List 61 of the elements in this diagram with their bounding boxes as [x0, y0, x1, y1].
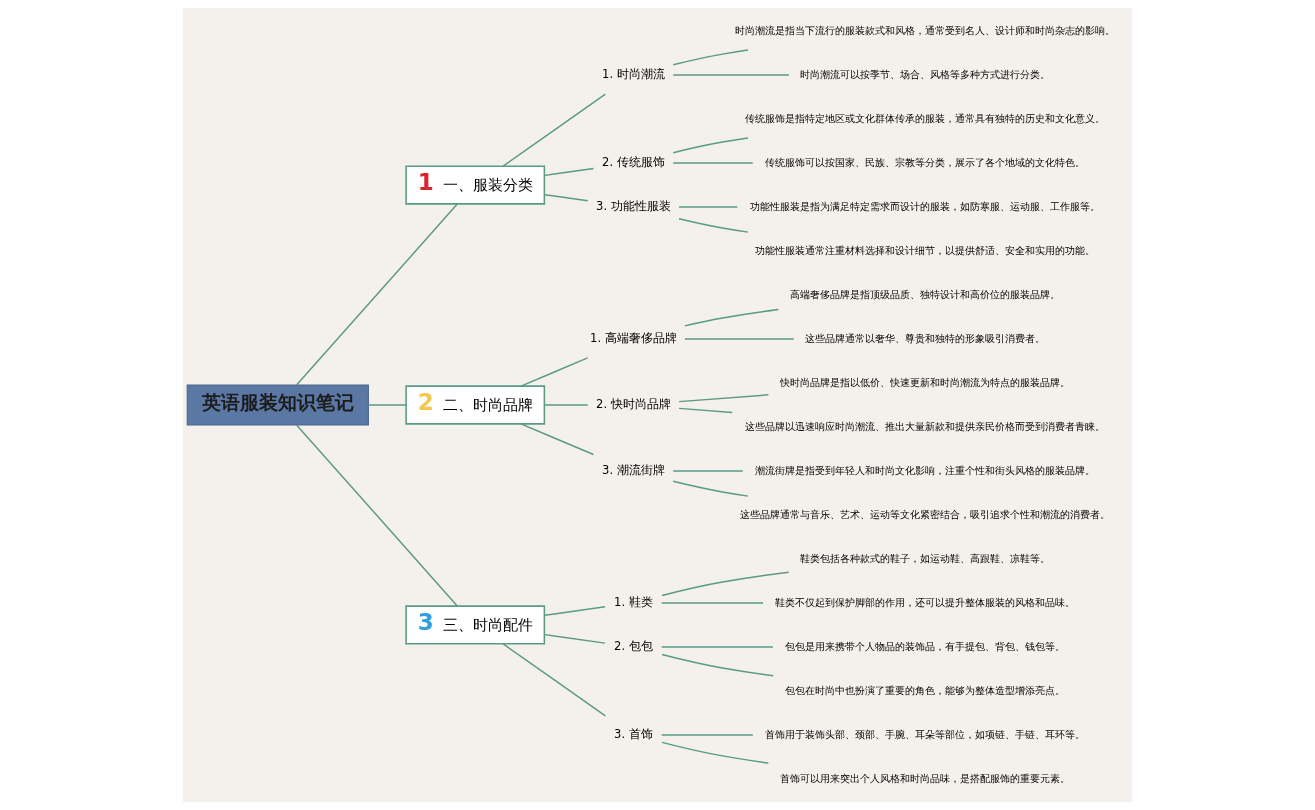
connector — [367, 404, 407, 406]
node-text: 2. 包包 — [614, 638, 653, 653]
connector — [678, 394, 770, 403]
connector — [672, 162, 754, 164]
connector — [684, 338, 795, 340]
connector — [672, 480, 749, 497]
node-text: 包包是用来携带个人物品的装饰品，有手提包、背包、钱包等。 — [785, 639, 1066, 652]
node-text: 潮流街牌是指受到年轻人和时尚文化影响，注重个性和街头风格的服装品牌。 — [755, 463, 1096, 476]
connector — [661, 571, 790, 597]
connector — [520, 423, 595, 456]
node-text: 2. 快时尚品牌 — [596, 396, 671, 411]
node-text: 首饰可以用来突出个人风格和时尚品味，是搭配服饰的重要元素。 — [780, 771, 1071, 784]
node-text: 3. 首饰 — [614, 726, 653, 741]
node-text: 功能性服装通常注重材料选择和设计细节，以提供舒适、安全和实用的功能。 — [755, 243, 1096, 256]
node-box: 3 三、时尚配件 — [405, 605, 546, 645]
connector — [502, 643, 607, 717]
node-text: 这些品牌通常以奢华、尊贵和独特的形象吸引消费者。 — [805, 331, 1046, 344]
node-text: 时尚潮流可以按季节、场合、风格等多种方式进行分类。 — [800, 67, 1051, 80]
connector — [661, 653, 774, 677]
connector — [672, 49, 749, 66]
node-text: 功能性服装是指为满足特定需求而设计的服装，如防寒服、运动服、工作服等。 — [750, 199, 1101, 212]
node-text: 1. 时尚潮流 — [602, 66, 665, 81]
connector — [678, 206, 739, 208]
node-text: 鞋类包括各种款式的鞋子，如运动鞋、高跟鞋、凉鞋等。 — [800, 551, 1051, 564]
connector — [672, 137, 749, 154]
connector — [672, 74, 790, 76]
node-box: 1 一、服装分类 — [405, 165, 546, 205]
connector — [672, 470, 744, 472]
node-text: 3. 功能性服装 — [596, 198, 671, 213]
node-text: 这些品牌通常与音乐、艺术、运动等文化紧密结合，吸引追求个性和潮流的消费者。 — [740, 507, 1111, 520]
node-text: 高端奢侈品牌是指顶级品质、独特设计和高价位的服装品牌。 — [790, 287, 1061, 300]
connector — [661, 741, 770, 764]
connector — [678, 218, 749, 233]
connector — [684, 308, 780, 327]
node-text: 2. 传统服饰 — [602, 154, 665, 169]
connector — [295, 424, 458, 607]
connector — [544, 404, 589, 406]
node-text: 传统服饰是指特定地区或文化群体传承的服装，通常具有独特的历史和文化意义。 — [745, 111, 1106, 124]
node-text: 1. 高端奢侈品牌 — [590, 330, 677, 345]
node-text: 1. 鞋类 — [614, 594, 653, 609]
connector — [660, 734, 754, 736]
node-text: 这些品牌以迅速响应时尚潮流、推出大量新款和提供亲民价格而受到消费者青睐。 — [745, 419, 1106, 432]
node-text: 传统服饰可以按国家、民族、宗教等分类，展示了各个地域的文化特色。 — [765, 155, 1086, 168]
node-text: 包包在时尚中也扮演了重要的角色，能够为整体造型增添亮点。 — [785, 683, 1066, 696]
node-box: 2 二、时尚品牌 — [405, 385, 546, 425]
node-text: 首饰用于装饰头部、颈部、手腕、耳朵等部位，如项链、手链、耳环等。 — [765, 727, 1086, 740]
node-text: 3. 潮流街牌 — [602, 462, 665, 477]
connector — [660, 646, 774, 648]
connector — [295, 203, 458, 386]
connector — [502, 93, 607, 167]
connector — [520, 357, 589, 387]
node-text: 鞋类不仅起到保护脚部的作用，还可以提升整体服装的风格和品味。 — [775, 595, 1076, 608]
node-text: 快时尚品牌是指以低价、快速更新和时尚潮流为特点的服装品牌。 — [780, 375, 1071, 388]
connector — [544, 167, 595, 177]
connector — [544, 606, 606, 617]
connector — [544, 633, 606, 644]
connector — [544, 193, 589, 202]
node-text: 时尚潮流是指当下流行的服装款式和风格，通常受到名人、设计师和时尚杂志的影响。 — [735, 23, 1116, 36]
connector — [678, 407, 733, 414]
node-box: 英语服装知识笔记 — [186, 384, 369, 426]
connector — [660, 602, 764, 604]
